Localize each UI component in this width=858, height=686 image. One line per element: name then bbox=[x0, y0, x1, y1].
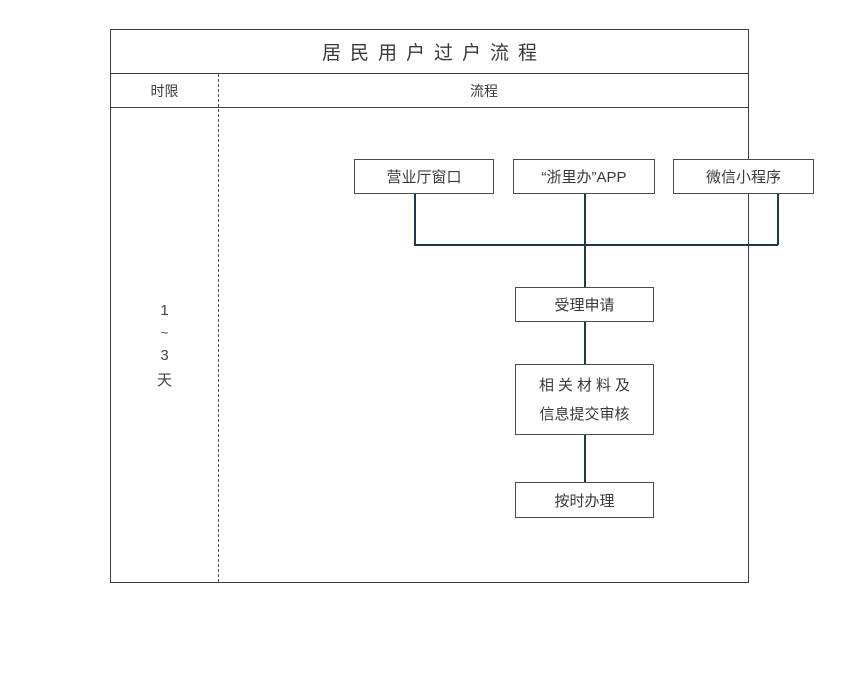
node-wechat-miniprogram[interactable]: 微信小程序 bbox=[673, 159, 814, 194]
column-header-duration: 时限 bbox=[150, 82, 179, 99]
connector-merge-to-accept bbox=[584, 244, 586, 288]
connector-accept-to-review bbox=[584, 321, 586, 365]
flow-canvas: 营业厅窗口 “浙里办”APP 微信小程序 受理申请 相关材料及 信息提交审核 按… bbox=[218, 108, 814, 582]
node-business-hall-window[interactable]: 营业厅窗口 bbox=[354, 159, 494, 194]
node-process-on-time[interactable]: 按时办理 bbox=[515, 482, 654, 518]
duration-line-4: 天 bbox=[156, 371, 172, 389]
duration-line-1: 1 bbox=[160, 301, 169, 319]
flowchart-table: 居民用户过户流程 时限 流程 1 ~ 3 天 营业厅窗口 “浙里办”APP bbox=[110, 29, 814, 583]
connector-app-down bbox=[584, 194, 586, 245]
connector-hall-down bbox=[414, 194, 416, 245]
column-header-row: 时限 流程 bbox=[111, 74, 748, 108]
table-body: 1 ~ 3 天 营业厅窗口 “浙里办”APP 微信小程序 受理申请 相关材料及 … bbox=[111, 108, 814, 582]
title-row: 居民用户过户流程 bbox=[111, 30, 748, 74]
column-divider bbox=[218, 74, 219, 582]
page-title: 居民用户过户流程 bbox=[321, 43, 546, 64]
connector-review-to-handle bbox=[584, 434, 586, 483]
connector-merge-bar bbox=[414, 244, 778, 246]
node-material-review-line-2: 信息提交审核 bbox=[539, 405, 630, 423]
node-material-review[interactable]: 相关材料及 信息提交审核 bbox=[515, 364, 654, 435]
duration-line-3: 3 bbox=[160, 346, 169, 364]
node-material-review-line-1: 相关材料及 bbox=[538, 376, 634, 394]
node-accept-application[interactable]: 受理申请 bbox=[515, 287, 654, 322]
column-header-flow: 流程 bbox=[470, 82, 498, 99]
node-zhelib-app[interactable]: “浙里办”APP bbox=[513, 159, 655, 194]
duration-line-2: ~ bbox=[160, 324, 169, 340]
duration-cell: 1 ~ 3 天 bbox=[111, 108, 218, 582]
connector-wechat-down bbox=[777, 194, 779, 245]
